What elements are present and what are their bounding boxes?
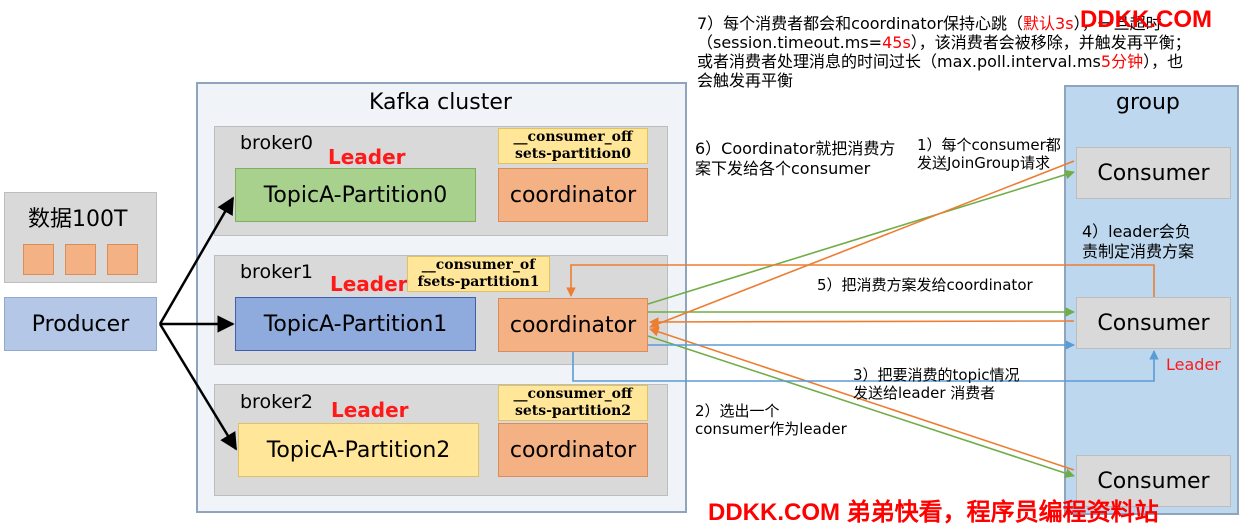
step4-line1: 4）leader会负: [1082, 222, 1191, 241]
topic-a-partition1: TopicA-Partition1: [235, 297, 476, 351]
heartbeat-note-line4: 会触发再平衡: [697, 71, 794, 90]
watermark-top: DDKK.COM: [1080, 6, 1212, 33]
step2-line2: consumer作为leader: [695, 420, 847, 438]
broker1-leader-label: Leader: [330, 272, 408, 296]
offsets2-line1: __consumer_off: [513, 386, 633, 402]
consumer-1: Consumer: [1076, 147, 1231, 199]
step4-line2: 责制定消费方案: [1082, 242, 1195, 261]
data-block-1: [23, 244, 54, 275]
heartbeat-note: 7）每个消费者都会和coordinator保持心跳（默认3s），一旦超时 （se…: [697, 14, 1191, 90]
consumer3-joingroup-arrow: [649, 327, 1075, 471]
heartbeat-note-line1: 7）每个消费者都会和coordinator保持心跳（默认3s），一旦超时: [697, 14, 1162, 33]
topic-a-partition2: TopicA-Partition2: [238, 423, 479, 477]
data-source-title: 数据100T: [28, 207, 128, 232]
offsets1-line2: fsets-partition1: [417, 274, 540, 290]
step6-line2: 案下发给各个consumer: [695, 159, 871, 178]
consumer1-joingroup-arrow: [649, 160, 1075, 329]
watermark-bottom: DDKK.COM 弟弟快看，程序员编程资料站: [708, 499, 1159, 526]
data-block-2: [65, 244, 96, 275]
cluster-title: Kafka cluster: [369, 90, 512, 115]
topic-info-to-leader-arrow: [572, 350, 1159, 382]
consumer-3: Consumer: [1076, 455, 1231, 507]
heartbeat-note-line2: （session.timeout.ms=45s），该消费者会被移除，并触发再平衡…: [697, 33, 1191, 52]
step1-line1: 1）每个consumer都: [917, 136, 1061, 154]
step6-note: 6）Coordinator就把消费方 案下发给各个consumer: [695, 139, 895, 179]
consumer-offsets-partition1: __consumer_of fsets-partition1: [407, 256, 550, 292]
step1-note: 1）每个consumer都 发送JoinGroup请求: [917, 136, 1061, 172]
step3-note: 3）把要消费的topic情况 发送给leader 消费者: [853, 366, 1020, 402]
offsets0-line2: sets-partition0: [514, 146, 631, 162]
offsets0-line1: __consumer_off: [513, 129, 633, 145]
offsets2-line2: sets-partition2: [514, 403, 631, 419]
consumer-offsets-partition0: __consumer_off sets-partition0: [498, 128, 648, 164]
broker2-leader-label: Leader: [331, 398, 409, 422]
step5-note: 5）把消费方案发给coordinator: [817, 276, 1033, 294]
step4-note: 4）leader会负 责制定消费方案: [1082, 222, 1194, 262]
producer-to-partition0-arrow: [158, 196, 235, 325]
step2-note: 2）选出一个 consumer作为leader: [695, 402, 847, 438]
step3-line2: 发送给leader 消费者: [853, 384, 996, 402]
producer-to-partition2-arrow: [158, 323, 238, 451]
group-title: group: [1116, 90, 1180, 115]
coordinator-broker1: coordinator: [498, 298, 648, 352]
step2-line1: 2）选出一个: [695, 402, 780, 420]
data-block-3: [107, 244, 138, 275]
broker1-label: broker1: [240, 261, 313, 283]
consumer-offsets-partition2: __consumer_off sets-partition2: [498, 385, 648, 421]
producer-box: Producer: [4, 297, 157, 351]
offsets1-line1: __consumer_of: [421, 257, 536, 273]
step3-line1: 3）把要消费的topic情况: [853, 366, 1020, 384]
coordinator-broker2: coordinator: [498, 423, 648, 477]
broker2-label: broker2: [240, 391, 313, 413]
step6-line1: 6）Coordinator就把消费方: [695, 139, 896, 158]
broker0-label: broker0: [240, 132, 313, 154]
broker0-leader-label: Leader: [328, 145, 406, 169]
coordinator-to-consumer3-arrow: [647, 335, 1075, 478]
step1-line2: 发送JoinGroup请求: [917, 154, 1050, 172]
leader-plan-to-coordinator-arrow: [566, 264, 1155, 297]
coordinator-broker0: coordinator: [498, 168, 648, 222]
coordinator-to-consumer1-arrow: [647, 169, 1075, 305]
consumer-leader-label: Leader: [1166, 355, 1221, 374]
consumer2-joingroup-arrow: [649, 317, 1075, 327]
topic-a-partition0: TopicA-Partition0: [235, 168, 476, 222]
heartbeat-note-line3: 或者消费者处理消息的时间过长（max.poll.interval.ms5分钟），…: [697, 52, 1184, 71]
consumer-2-leader: Consumer: [1076, 297, 1231, 349]
